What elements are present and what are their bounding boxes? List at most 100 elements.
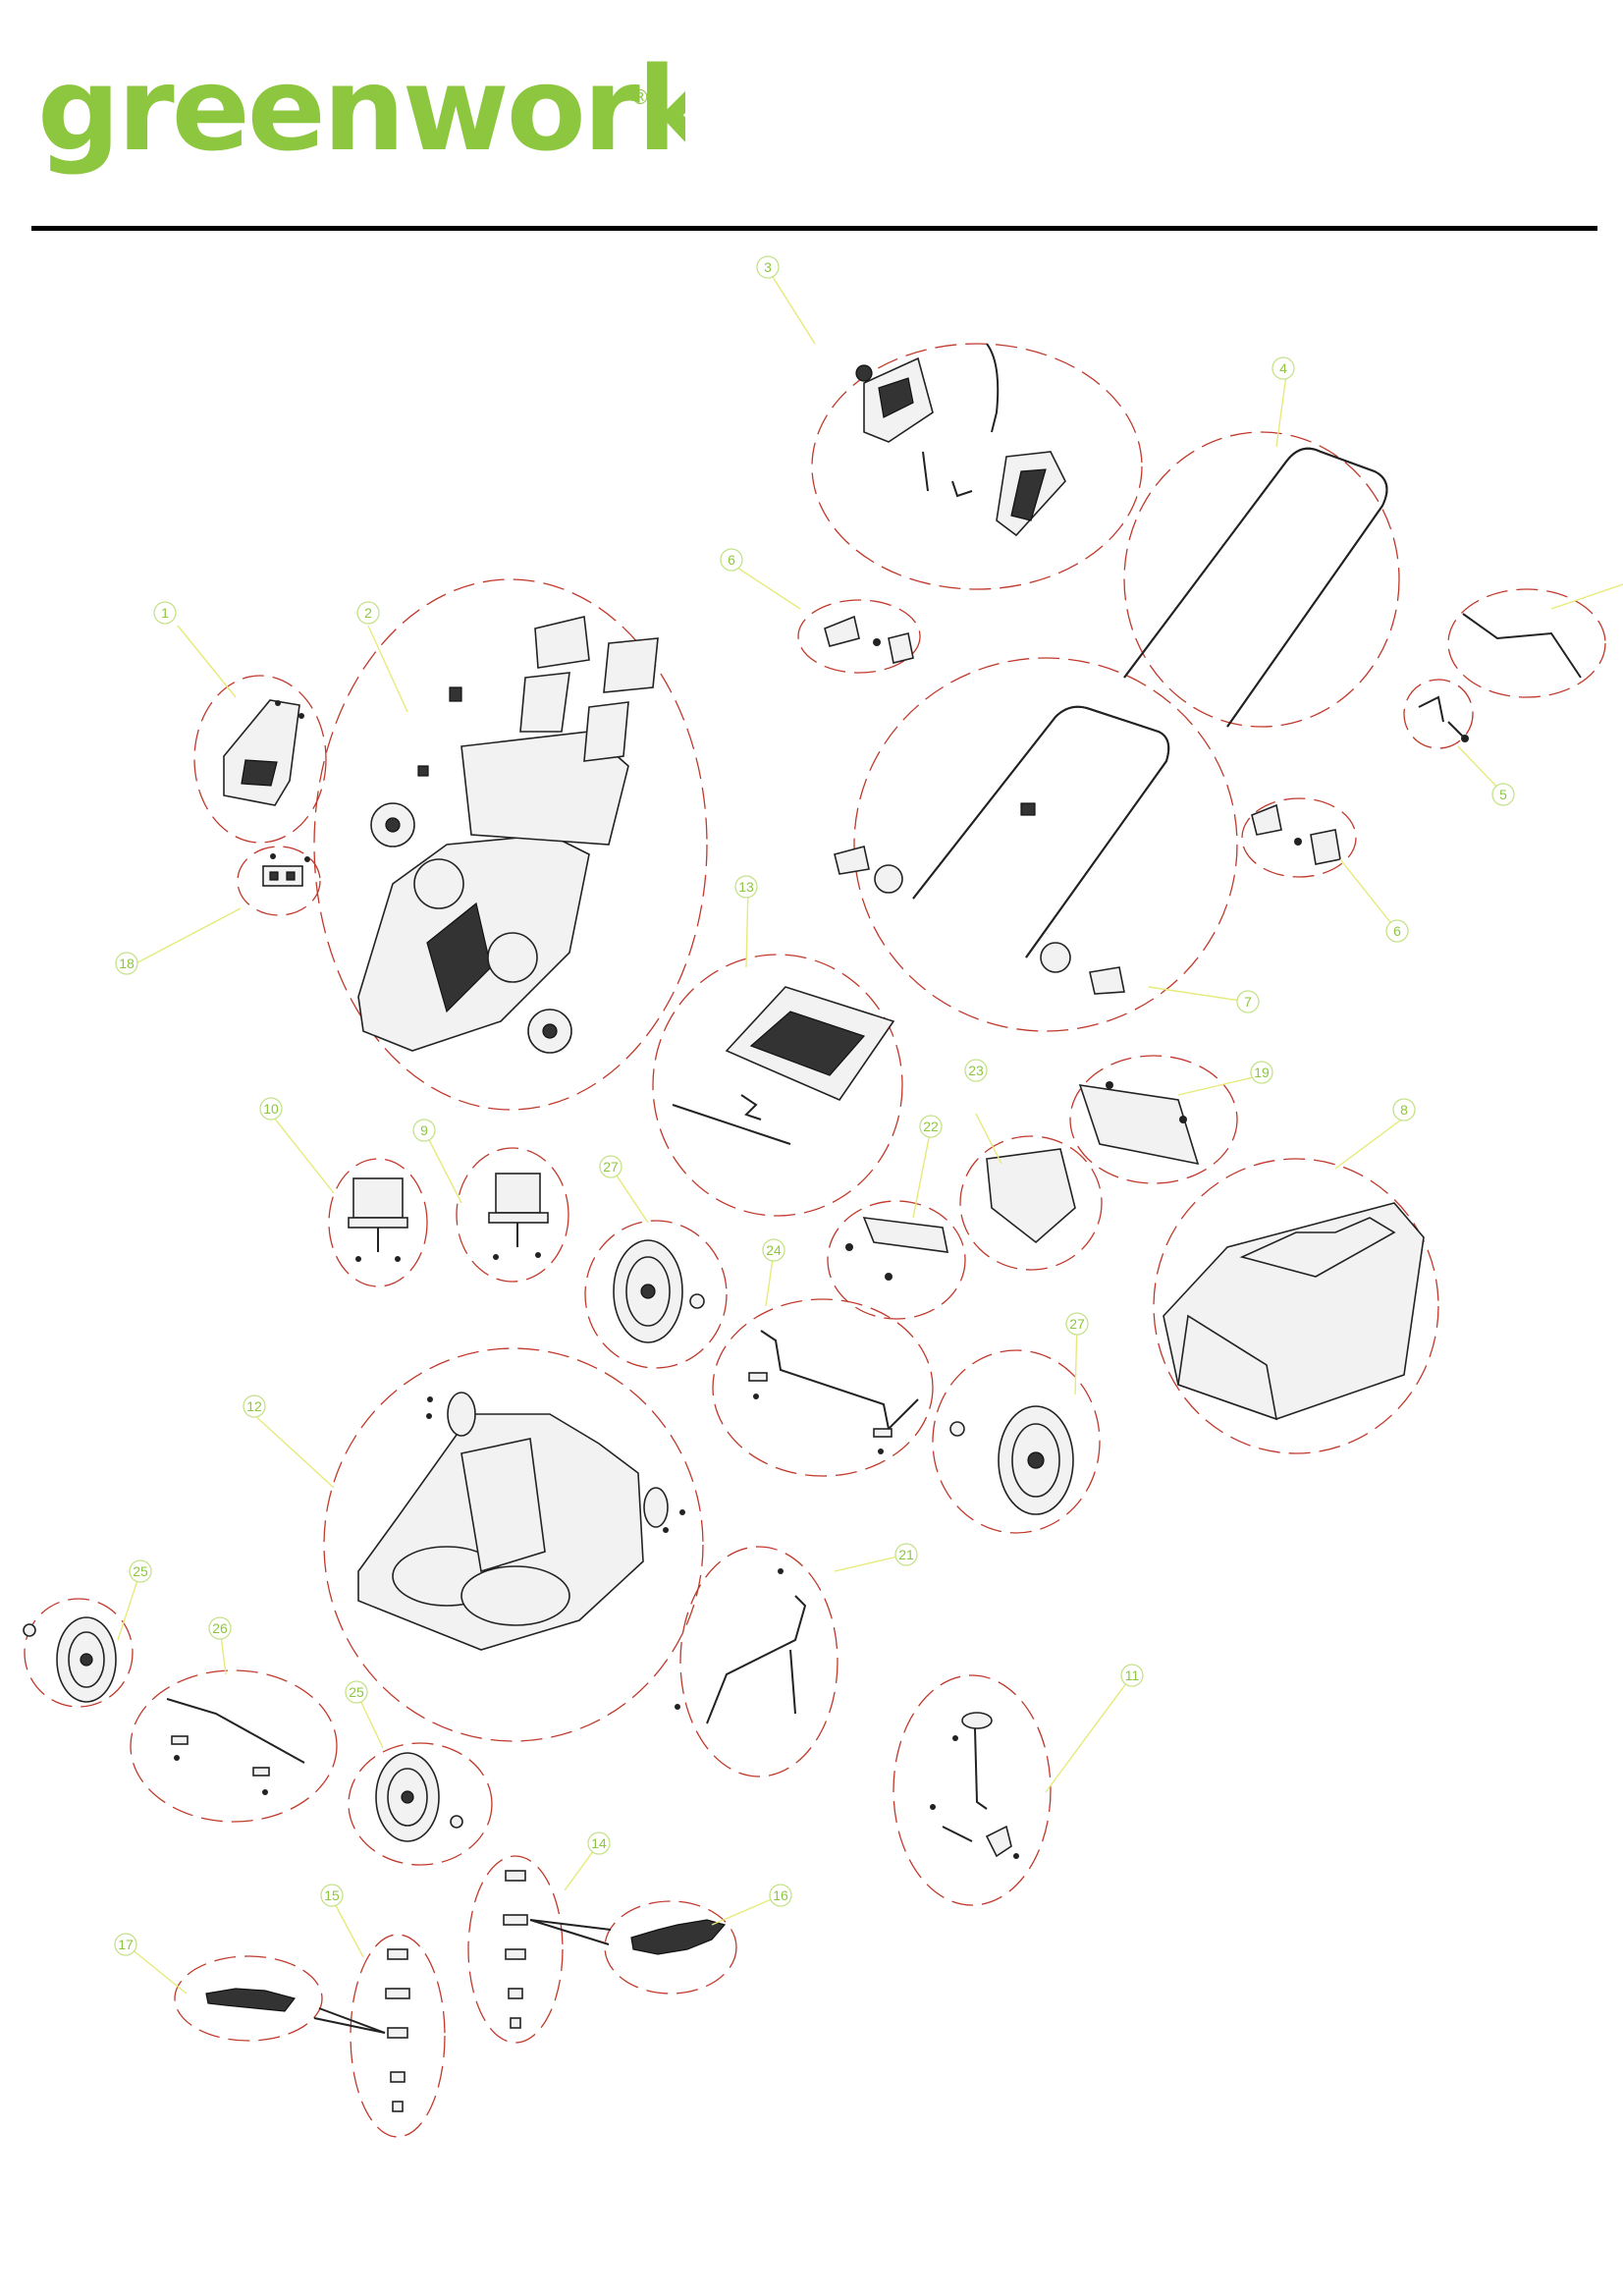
group-18-outline [237, 846, 321, 916]
group-12-outline [323, 1347, 704, 1742]
callout-7: 7 [1236, 990, 1260, 1013]
svg-text:11: 11 [1125, 1667, 1140, 1683]
battery-cover-part [223, 699, 304, 806]
group-10-outline [328, 1158, 428, 1287]
handle-lever-part [1462, 613, 1582, 679]
knob-6a-part [824, 615, 914, 664]
svg-text:22: 22 [923, 1119, 939, 1134]
callout-23: 23 [964, 1059, 988, 1082]
callout-6b: 6 [1385, 919, 1409, 943]
callout-19: 19 [1250, 1061, 1273, 1084]
group-25b-outline [348, 1742, 493, 1866]
blade-17-part [205, 1988, 297, 2012]
group-2-outline [313, 578, 708, 1111]
motor-9-part [488, 1173, 549, 1260]
callout-12: 12 [243, 1394, 266, 1418]
grass-bag-part [1163, 1202, 1425, 1421]
callouts: 1 2 3 4 5 6 6 7 8 9 10 11 12 13 14 15 16… [114, 255, 1515, 1956]
callout-1: 1 [153, 601, 177, 625]
front-wheel-25a-part [23, 1616, 117, 1703]
group-14-outline [467, 1855, 564, 2044]
group-9-outline [456, 1147, 569, 1283]
svg-text:17: 17 [118, 1937, 134, 1952]
svg-text:25: 25 [133, 1563, 148, 1579]
group-24-outline [712, 1298, 934, 1477]
svg-text:14: 14 [591, 1835, 607, 1851]
svg-text:8: 8 [1400, 1102, 1408, 1118]
greenworks-logo: greenworks ® [37, 41, 685, 177]
group-4b-outline [1447, 588, 1606, 698]
header-rule [31, 226, 1597, 231]
svg-text:18: 18 [119, 956, 135, 971]
brand-wordmark: greenworks [37, 41, 685, 177]
group-26-outline [130, 1669, 338, 1823]
group-outlines [24, 343, 1606, 2138]
callout-9: 9 [412, 1119, 436, 1142]
svg-text:23: 23 [968, 1063, 984, 1078]
group-3-outline [811, 343, 1143, 590]
bracket-part [845, 1217, 949, 1281]
svg-text:9: 9 [420, 1122, 428, 1138]
callout-8: 8 [1392, 1098, 1416, 1121]
rear-flap-part [672, 986, 895, 1145]
svg-text:16: 16 [773, 1887, 788, 1903]
group-13-outline [652, 954, 903, 1217]
group-8-outline [1153, 1158, 1439, 1454]
group-6a-outline [797, 599, 921, 674]
group-23-outline [959, 1135, 1103, 1271]
svg-text:6: 6 [728, 552, 735, 568]
group-11-outline [893, 1674, 1052, 1906]
callout-14: 14 [587, 1831, 611, 1855]
svg-text:19: 19 [1254, 1065, 1270, 1080]
svg-text:1: 1 [161, 605, 169, 621]
rear-guard-part [1078, 1081, 1200, 1166]
callout-10: 10 [259, 1097, 283, 1121]
blade-hub-15-part [313, 1948, 410, 2112]
svg-text:24: 24 [766, 1242, 782, 1258]
callout-24: 24 [762, 1238, 785, 1262]
upper-housing-part [357, 616, 659, 1054]
group-22-outline [827, 1200, 966, 1320]
motor-10-part [348, 1177, 408, 1262]
callout-5: 5 [1491, 783, 1515, 806]
knob-6b-part [1251, 803, 1341, 865]
height-adjuster-part [930, 1712, 1019, 1859]
group-16-outline [604, 1900, 737, 1995]
svg-text:6: 6 [1393, 923, 1401, 939]
group-6b-outline [1241, 797, 1357, 878]
svg-text:27: 27 [1069, 1316, 1085, 1332]
group-17-outline [174, 1955, 323, 2042]
bolt-5-part [1418, 695, 1469, 742]
svg-text:15: 15 [324, 1887, 340, 1903]
group-19-outline [1069, 1055, 1238, 1184]
group-27b-outline [932, 1349, 1101, 1534]
upper-handle-part [1123, 447, 1388, 728]
group-7-outline [853, 657, 1238, 1032]
parts [23, 343, 1582, 2112]
callout-2: 2 [356, 601, 380, 625]
callout-16: 16 [769, 1884, 792, 1907]
svg-text:21: 21 [898, 1547, 914, 1562]
svg-text:12: 12 [246, 1398, 262, 1414]
callout-18: 18 [115, 952, 138, 975]
blade-16-part [630, 1919, 727, 1955]
callout-25a: 25 [129, 1559, 152, 1583]
group-15-outline [350, 1934, 446, 2138]
group-4-outline [1123, 431, 1400, 728]
front-axle-part [166, 1698, 305, 1795]
group-5-outline [1403, 679, 1474, 749]
leader-lines [117, 276, 1623, 1995]
group-27a-outline [584, 1220, 728, 1369]
group-1-outline [193, 675, 327, 844]
group-25a-outline [24, 1598, 134, 1708]
callout-11: 11 [1120, 1664, 1144, 1687]
callout-27b: 27 [1065, 1312, 1089, 1336]
rear-wheel-27b-part [949, 1405, 1074, 1515]
svg-text:5: 5 [1499, 787, 1507, 802]
rear-wheel-27a-part [613, 1239, 705, 1343]
svg-text:2: 2 [364, 605, 372, 621]
callout-26: 26 [208, 1616, 232, 1640]
mulch-plug-part [986, 1148, 1076, 1244]
group-21-outline [679, 1546, 839, 1777]
